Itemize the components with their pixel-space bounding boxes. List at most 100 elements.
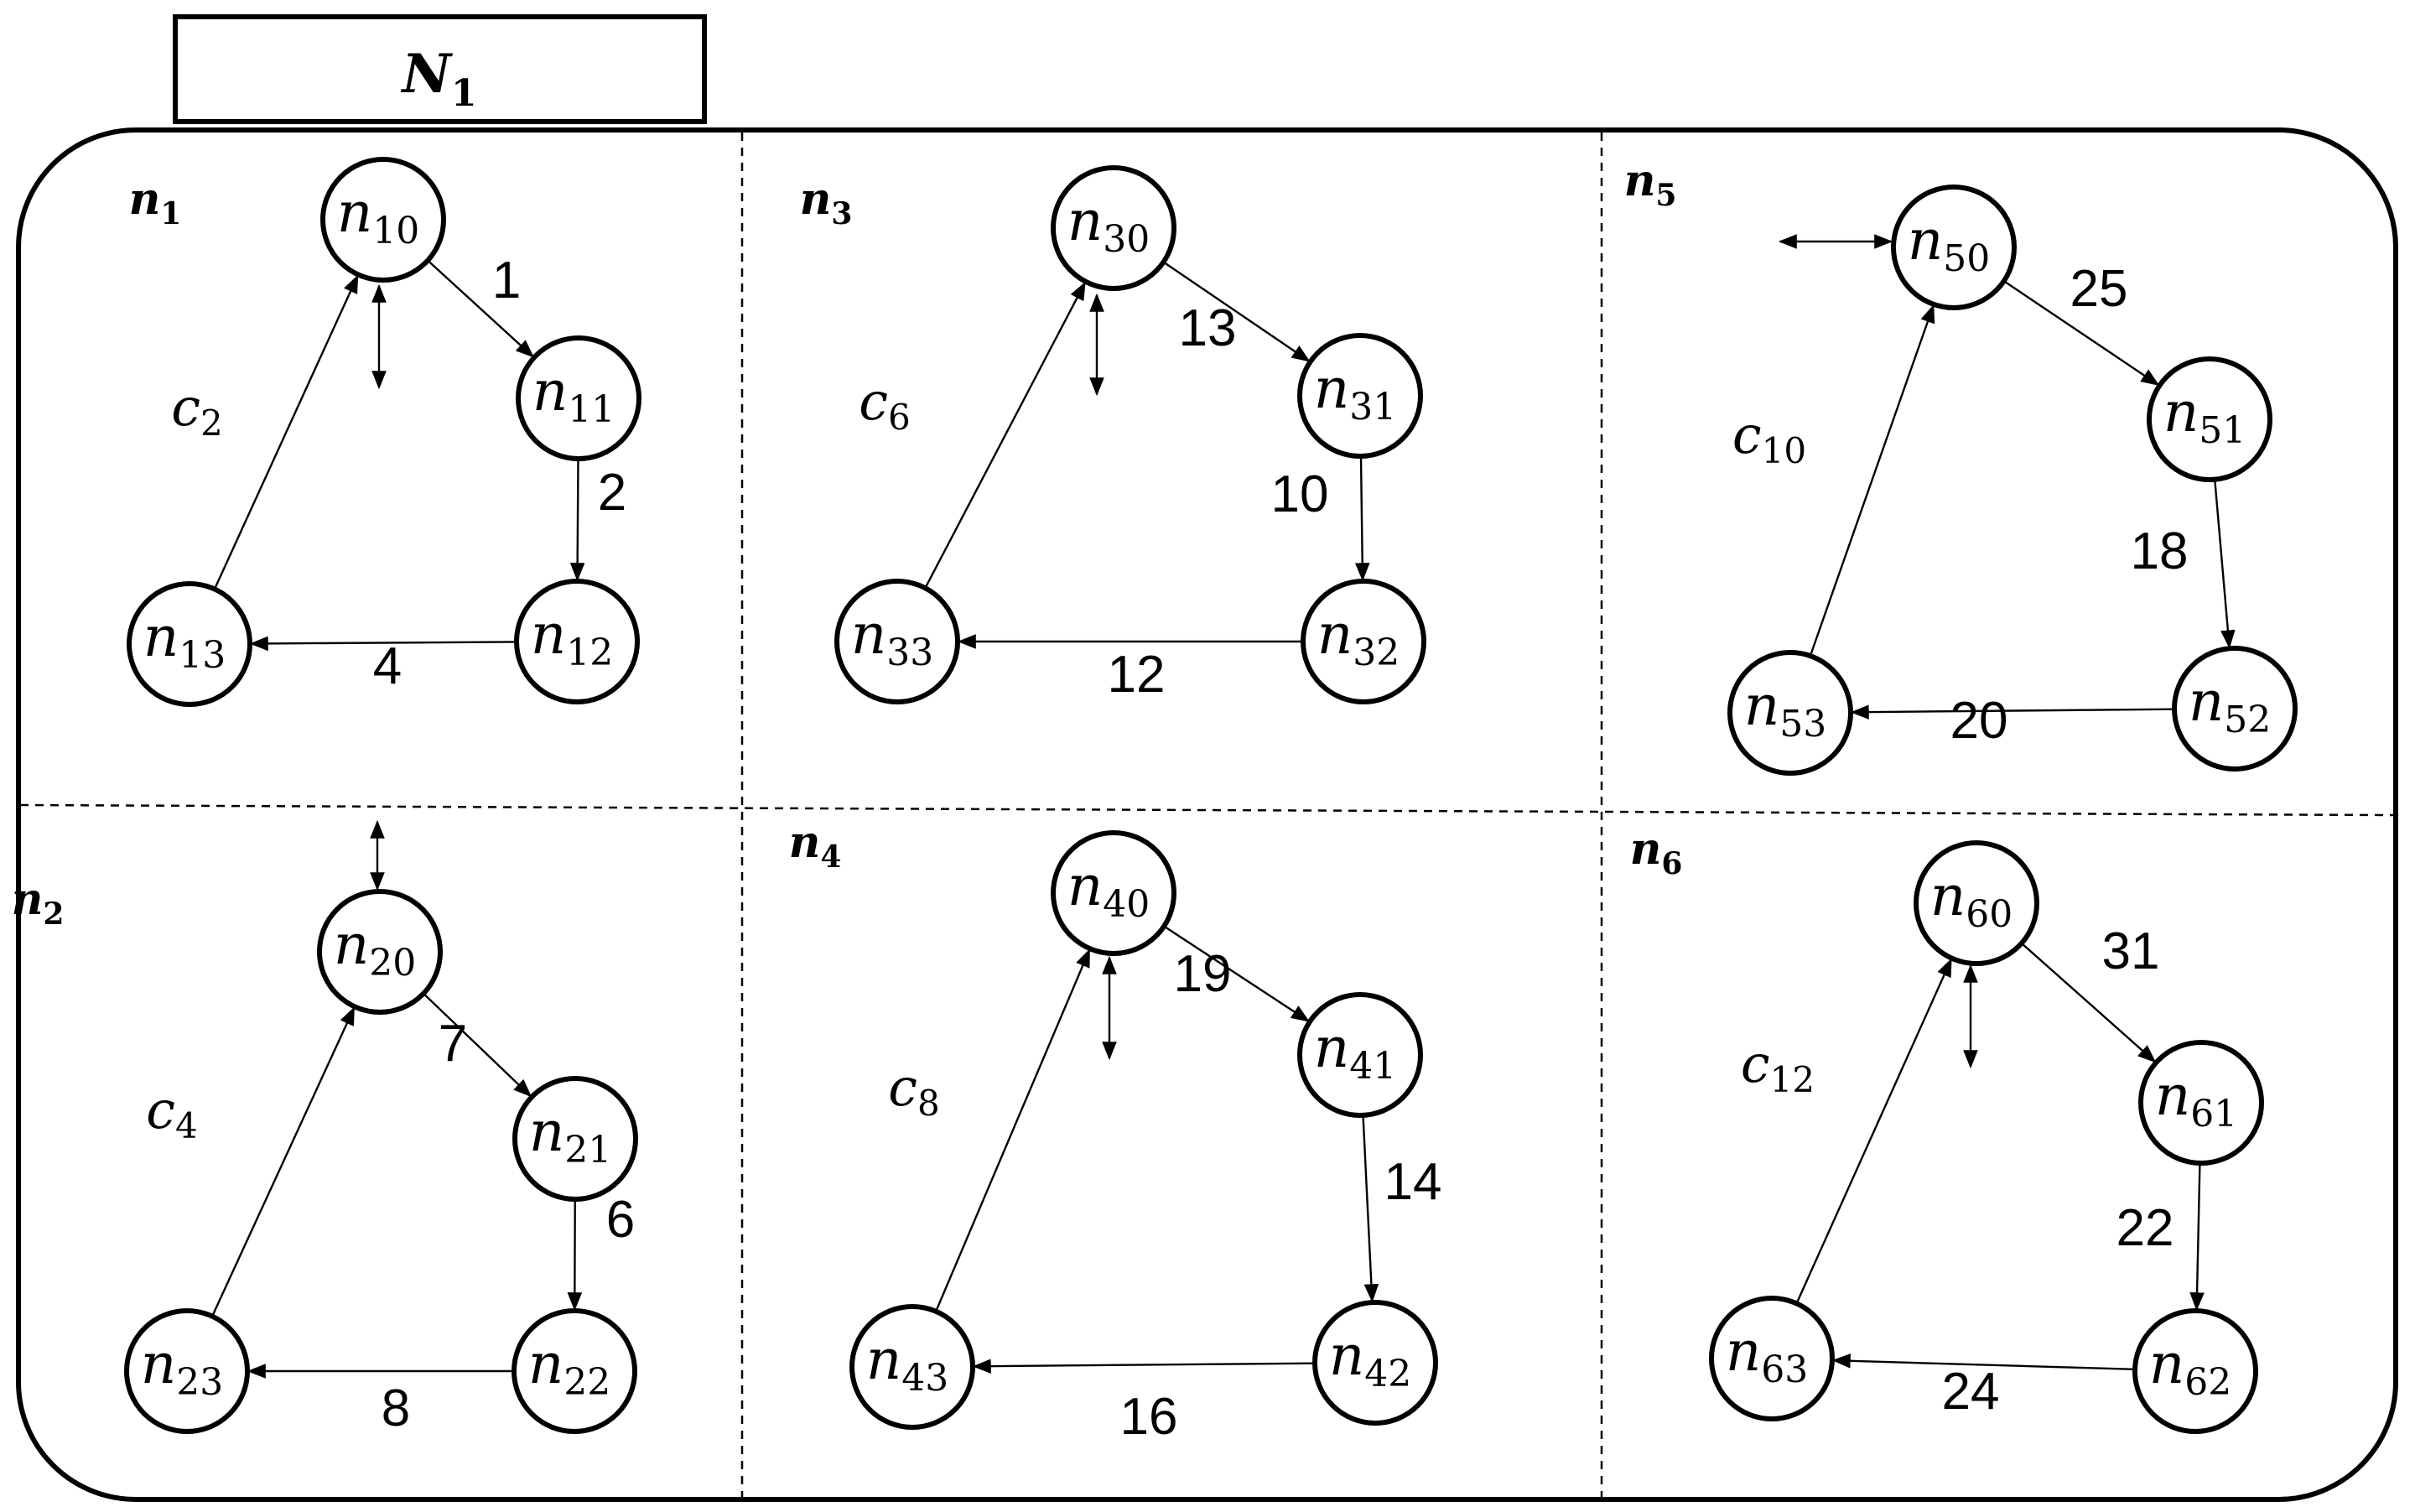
node: n50 [1891, 184, 2017, 310]
edge-weighted [2189, 1162, 2205, 1312]
node: n31 [1297, 333, 1423, 459]
node-circle [514, 579, 640, 704]
edge-weight: 24 [1942, 1363, 2000, 1421]
node-label: n53 [1744, 673, 1827, 746]
edge-weight: 1 [492, 252, 521, 309]
cycle-label-main: c [171, 377, 200, 438]
node-circle [516, 335, 641, 461]
node: n60 [1914, 840, 2039, 966]
node-label: n12 [531, 602, 614, 674]
node-label-main: n [2189, 669, 2225, 734]
cycle-label: c8 [888, 1057, 939, 1124]
node: n13 [127, 581, 252, 707]
node-label-sub: 11 [568, 388, 615, 431]
edge-weighted [427, 259, 535, 358]
edge-cycle [210, 1006, 356, 1317]
node-circle [2172, 646, 2298, 772]
node-circle [2132, 1308, 2258, 1434]
node: n40 [1051, 830, 1176, 956]
cycle-label-main: c [1741, 1033, 1770, 1094]
node-label-main: n [334, 912, 370, 977]
node-circle [124, 1308, 250, 1434]
cycle-label-sub: 12 [1770, 1059, 1815, 1100]
edge-weighted [423, 992, 532, 1098]
edge-weighted [1163, 925, 1310, 1022]
node-circle [127, 581, 252, 707]
node-label-sub: 30 [1103, 218, 1150, 261]
edge-weight: 8 [382, 1380, 410, 1437]
node-label-sub: 42 [1364, 1353, 1411, 1395]
divider-horizontal [19, 803, 2395, 817]
node-label-sub: 61 [2190, 1093, 2237, 1135]
node: n22 [512, 1308, 637, 1434]
node-circle [512, 1076, 638, 1202]
edge-cycle [1809, 304, 1935, 657]
edge-weighted [1850, 704, 2175, 720]
node-label: n31 [1314, 356, 1397, 429]
node-circle [834, 579, 960, 704]
panel-label-main: n [12, 874, 44, 925]
cycle-label-sub: 4 [175, 1105, 198, 1146]
node: n11 [516, 335, 641, 461]
node-label-main: n [529, 1099, 565, 1164]
edge-weight: 25 [2070, 260, 2128, 318]
title-box [173, 14, 707, 124]
cycle-label-sub: 10 [1762, 430, 1806, 471]
node-label: n32 [1317, 602, 1400, 674]
node-label-main: n [2155, 1063, 2191, 1128]
node-label: n11 [532, 359, 615, 431]
node-label-main: n [1744, 673, 1780, 738]
panel-label: n4 [789, 817, 842, 875]
node-label: n61 [2155, 1063, 2238, 1135]
node-circle [1051, 830, 1176, 956]
node-label-sub: 33 [886, 631, 933, 674]
cycle-label-sub: 8 [917, 1083, 940, 1124]
edge-weight: 2 [598, 464, 626, 522]
node-label: n51 [2163, 380, 2246, 452]
node-label-main: n [1067, 189, 1104, 253]
cycle-label-sub: 2 [200, 403, 223, 444]
panel-label: n6 [1630, 824, 1683, 881]
node-label-main: n [531, 602, 567, 667]
node-label: n41 [1314, 1016, 1397, 1088]
node-circle [512, 1308, 637, 1434]
node: n30 [1051, 165, 1176, 291]
node-label-sub: 32 [1353, 631, 1400, 674]
panel-label-sub: 5 [1655, 178, 1676, 213]
node-circle [2147, 356, 2272, 482]
node-circle [849, 1304, 975, 1430]
edge-cycle [935, 948, 1091, 1312]
node-label-sub: 21 [564, 1129, 611, 1172]
node-label-sub: 31 [1349, 386, 1396, 429]
node-circle [320, 157, 446, 283]
panel-label-main: n [1624, 155, 1656, 206]
edge-weight: 13 [1179, 299, 1237, 357]
panels-layer: n1124c2n10n11n12n13n3131012c6n30n31n32n3… [12, 155, 2298, 1446]
node-label-main: n [2163, 380, 2199, 444]
panel-label-sub: 3 [831, 196, 852, 231]
edge-weight: 6 [606, 1191, 635, 1249]
cycle-label: c4 [146, 1079, 197, 1146]
node-label-main: n [1329, 1323, 1365, 1388]
edge-weighted [1354, 455, 1370, 582]
node: n32 [1301, 579, 1426, 704]
cycle-label: c6 [859, 371, 910, 438]
node-label: n13 [143, 605, 226, 677]
node-label-main: n [1314, 1016, 1350, 1080]
node-label: n30 [1067, 189, 1150, 261]
edge-weighted [249, 636, 517, 652]
node-label-main: n [1314, 356, 1350, 421]
panel-label: n2 [12, 874, 65, 932]
node: n33 [834, 579, 960, 704]
cycle-label-sub: 6 [888, 397, 911, 438]
node-label-sub: 63 [1761, 1348, 1808, 1391]
node-circle [2138, 1040, 2264, 1166]
title-label: N1 [400, 43, 476, 115]
node: n43 [849, 1304, 975, 1430]
node-label-main: n [528, 1332, 564, 1396]
